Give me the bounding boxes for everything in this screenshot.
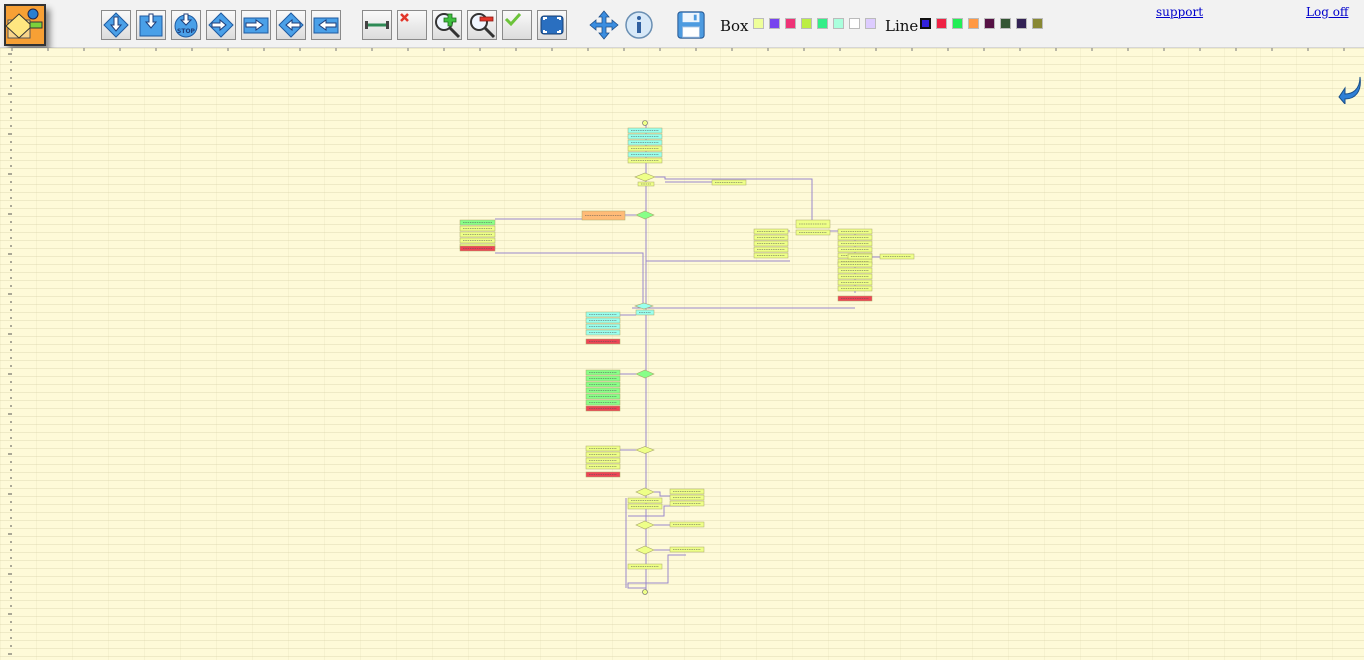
- box-right-arrow-icon: [243, 17, 269, 34]
- fit-screen-button[interactable]: [537, 10, 567, 40]
- diamond-left-arrow-icon: [278, 12, 304, 38]
- decision-node[interactable]: [635, 545, 655, 555]
- connector-line: [655, 176, 813, 220]
- svg-text:STOP: STOP: [177, 28, 196, 35]
- terminal-node[interactable]: [642, 120, 648, 126]
- delete-button[interactable]: [397, 10, 427, 40]
- support-link[interactable]: support: [1156, 5, 1204, 19]
- box-color-swatch-7[interactable]: [849, 18, 860, 29]
- box-color-swatch-1[interactable]: [753, 18, 764, 29]
- box-color-swatch-8[interactable]: [865, 18, 876, 29]
- box-color-swatch-3[interactable]: [785, 18, 796, 29]
- add-decision-right-button[interactable]: [206, 10, 236, 40]
- save-button[interactable]: [676, 10, 706, 40]
- line-color-swatch-1[interactable]: [920, 18, 931, 29]
- stop-circle-icon: STOP: [174, 13, 198, 38]
- info-icon: [625, 11, 653, 39]
- box-left-arrow-icon: [313, 17, 339, 34]
- delete-x-icon: [400, 13, 409, 22]
- line-color-swatch-8[interactable]: [1032, 18, 1043, 29]
- connector-line-icon: [365, 21, 389, 29]
- decision-node[interactable]: [635, 369, 655, 379]
- floppy-disk-icon: [677, 11, 705, 39]
- diamond-down-arrow-icon: [103, 12, 129, 38]
- flowchart-nodes: [459, 120, 915, 595]
- left-ruler: [8, 53, 12, 655]
- diamond-right-arrow-icon: [208, 12, 234, 38]
- decision-node[interactable]: [635, 446, 655, 454]
- box-down-arrow-icon: [139, 13, 163, 37]
- flowchart-logo-icon: [5, 8, 43, 39]
- zoom-out-button[interactable]: [467, 10, 497, 40]
- connector-line: [495, 252, 644, 308]
- top-ruler: [11, 48, 1345, 51]
- undo-button[interactable]: [1338, 74, 1362, 106]
- line-color-swatch-4[interactable]: [968, 18, 979, 29]
- decision-node[interactable]: [634, 172, 656, 182]
- process-box[interactable]: [847, 253, 873, 260]
- box-color-swatch-2[interactable]: [769, 18, 780, 29]
- approve-button[interactable]: [502, 10, 532, 40]
- connector-line: [654, 491, 670, 497]
- connector-line: [627, 554, 686, 589]
- fit-screen-icon: [540, 15, 564, 35]
- checkmark-icon: [504, 12, 522, 27]
- line-color-swatch-2[interactable]: [936, 18, 947, 29]
- line-color-swatch-5[interactable]: [984, 18, 995, 29]
- move-arrows-icon: [589, 10, 619, 40]
- flowchart-canvas[interactable]: [0, 48, 1364, 660]
- decision-node[interactable]: [635, 520, 655, 530]
- box-color-swatch-6[interactable]: [833, 18, 844, 29]
- move-button[interactable]: [589, 10, 619, 40]
- add-step-down-button[interactable]: [136, 10, 166, 40]
- info-button[interactable]: [624, 10, 654, 40]
- flowchart-diagram: [459, 120, 915, 595]
- add-stop-button[interactable]: STOP: [171, 10, 201, 40]
- curved-arrow-back-icon: [1338, 76, 1361, 106]
- logoff-link[interactable]: Log off: [1306, 5, 1349, 19]
- add-step-right-button[interactable]: [241, 10, 271, 40]
- decision-node[interactable]: [635, 210, 655, 220]
- app-logo[interactable]: [4, 4, 46, 46]
- line-color-label: Line: [885, 17, 919, 35]
- add-step-left-button[interactable]: [311, 10, 341, 40]
- box-color-swatch-5[interactable]: [817, 18, 828, 29]
- add-decision-left-button[interactable]: [276, 10, 306, 40]
- box-color-label: Box: [720, 17, 749, 35]
- line-color-swatch-7[interactable]: [1016, 18, 1027, 29]
- decision-node[interactable]: [634, 302, 654, 310]
- line-color-swatch-6[interactable]: [1000, 18, 1011, 29]
- zoom-in-button[interactable]: [432, 10, 462, 40]
- box-color-swatch-4[interactable]: [801, 18, 812, 29]
- add-process-down-button[interactable]: [101, 10, 131, 40]
- zoom-in-icon: [435, 13, 461, 39]
- zoom-out-icon: [470, 13, 496, 39]
- decision-node[interactable]: [635, 487, 655, 497]
- line-color-swatch-3[interactable]: [952, 18, 963, 29]
- connector-lines: [495, 123, 880, 590]
- toolbar: STOP: [0, 0, 1364, 48]
- connect-button[interactable]: [362, 10, 392, 40]
- terminal-node[interactable]: [642, 589, 648, 595]
